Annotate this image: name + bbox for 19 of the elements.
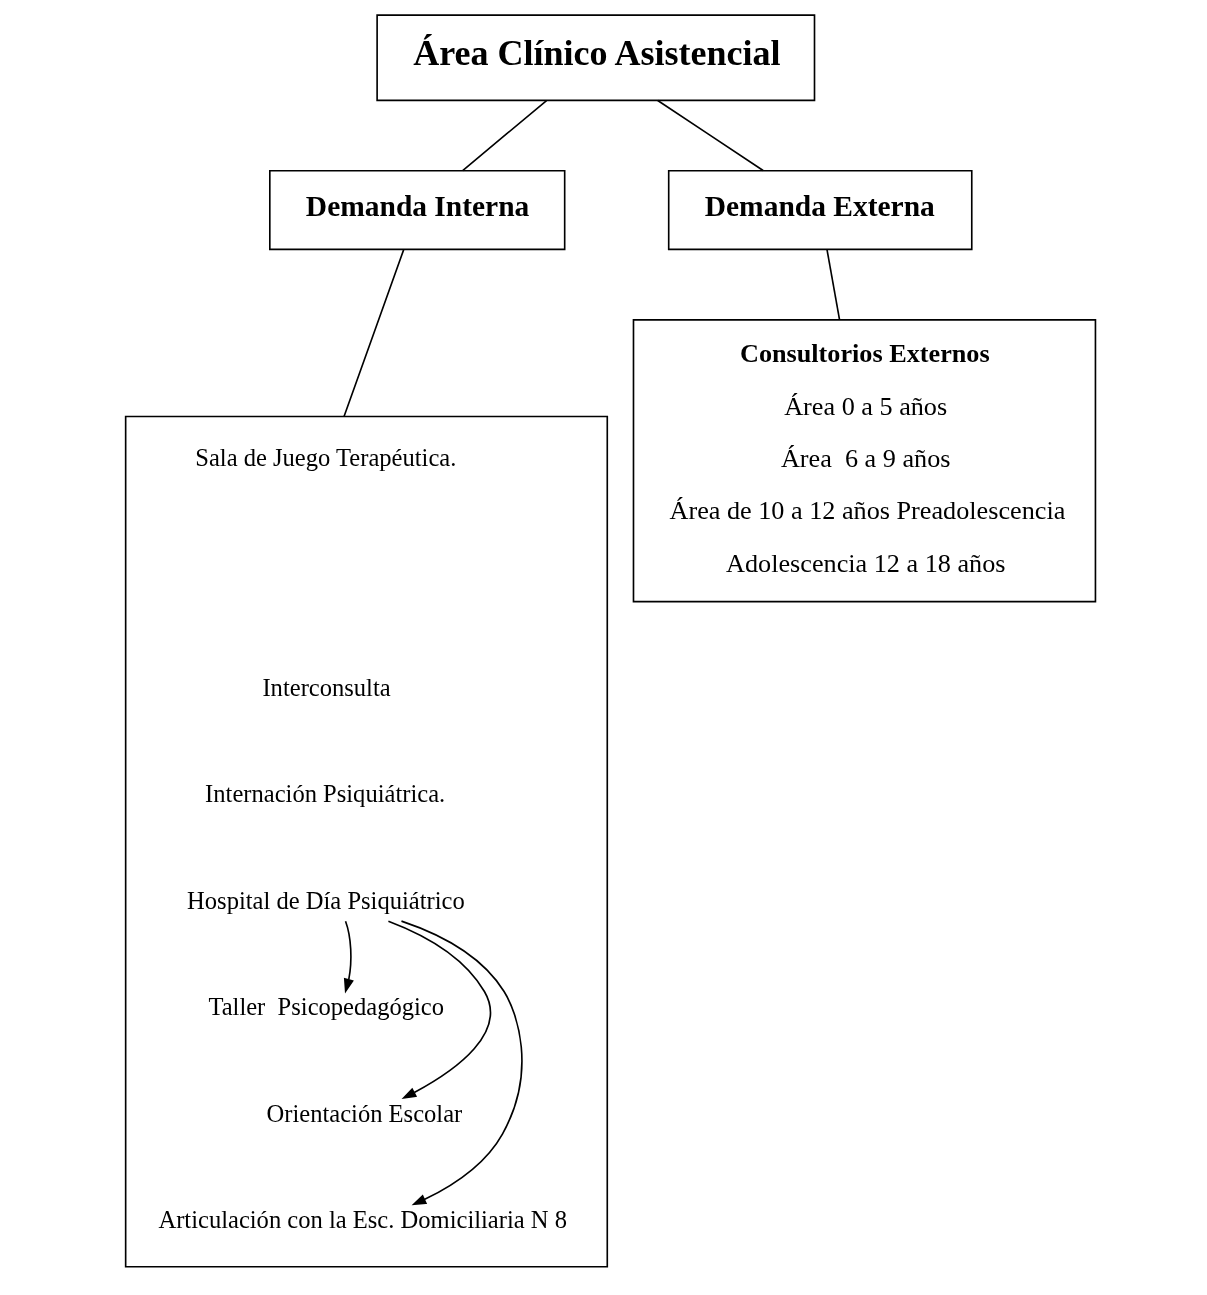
node-text: Taller Psicopedagógico: [207, 993, 444, 1021]
node-box: Consultorios Externos Área 0 a 5 años Área 6 a 9 años Área de 10 a 12 años Preadolescencia Adolescencia 12 a 18 años: [632, 319, 1096, 603]
node-text: Internación Psiquiátrica.: [204, 780, 445, 808]
connector: [342, 249, 404, 418]
arrow: [387, 920, 491, 1100]
node-text: Articulación con la Esc. Domiciliaria N 8: [157, 1206, 567, 1234]
cluster: [124, 415, 608, 1268]
node-box: Demanda Externa: [667, 170, 973, 251]
connector: [461, 99, 547, 172]
node-box: Área Clínico Asistencial: [375, 14, 815, 102]
node-text: Interconsulta: [261, 673, 391, 701]
node-text: Orientación Escolar: [266, 1099, 462, 1127]
connector: [656, 99, 764, 172]
arrow: [343, 920, 354, 994]
node-box: Demanda Interna: [268, 170, 565, 251]
arrow: [400, 920, 523, 1206]
node-text: Hospital de Día Psiquiátrico: [186, 886, 465, 914]
connector: [825, 249, 840, 321]
node-text: Sala de Juego Terapéutica.: [194, 444, 456, 472]
